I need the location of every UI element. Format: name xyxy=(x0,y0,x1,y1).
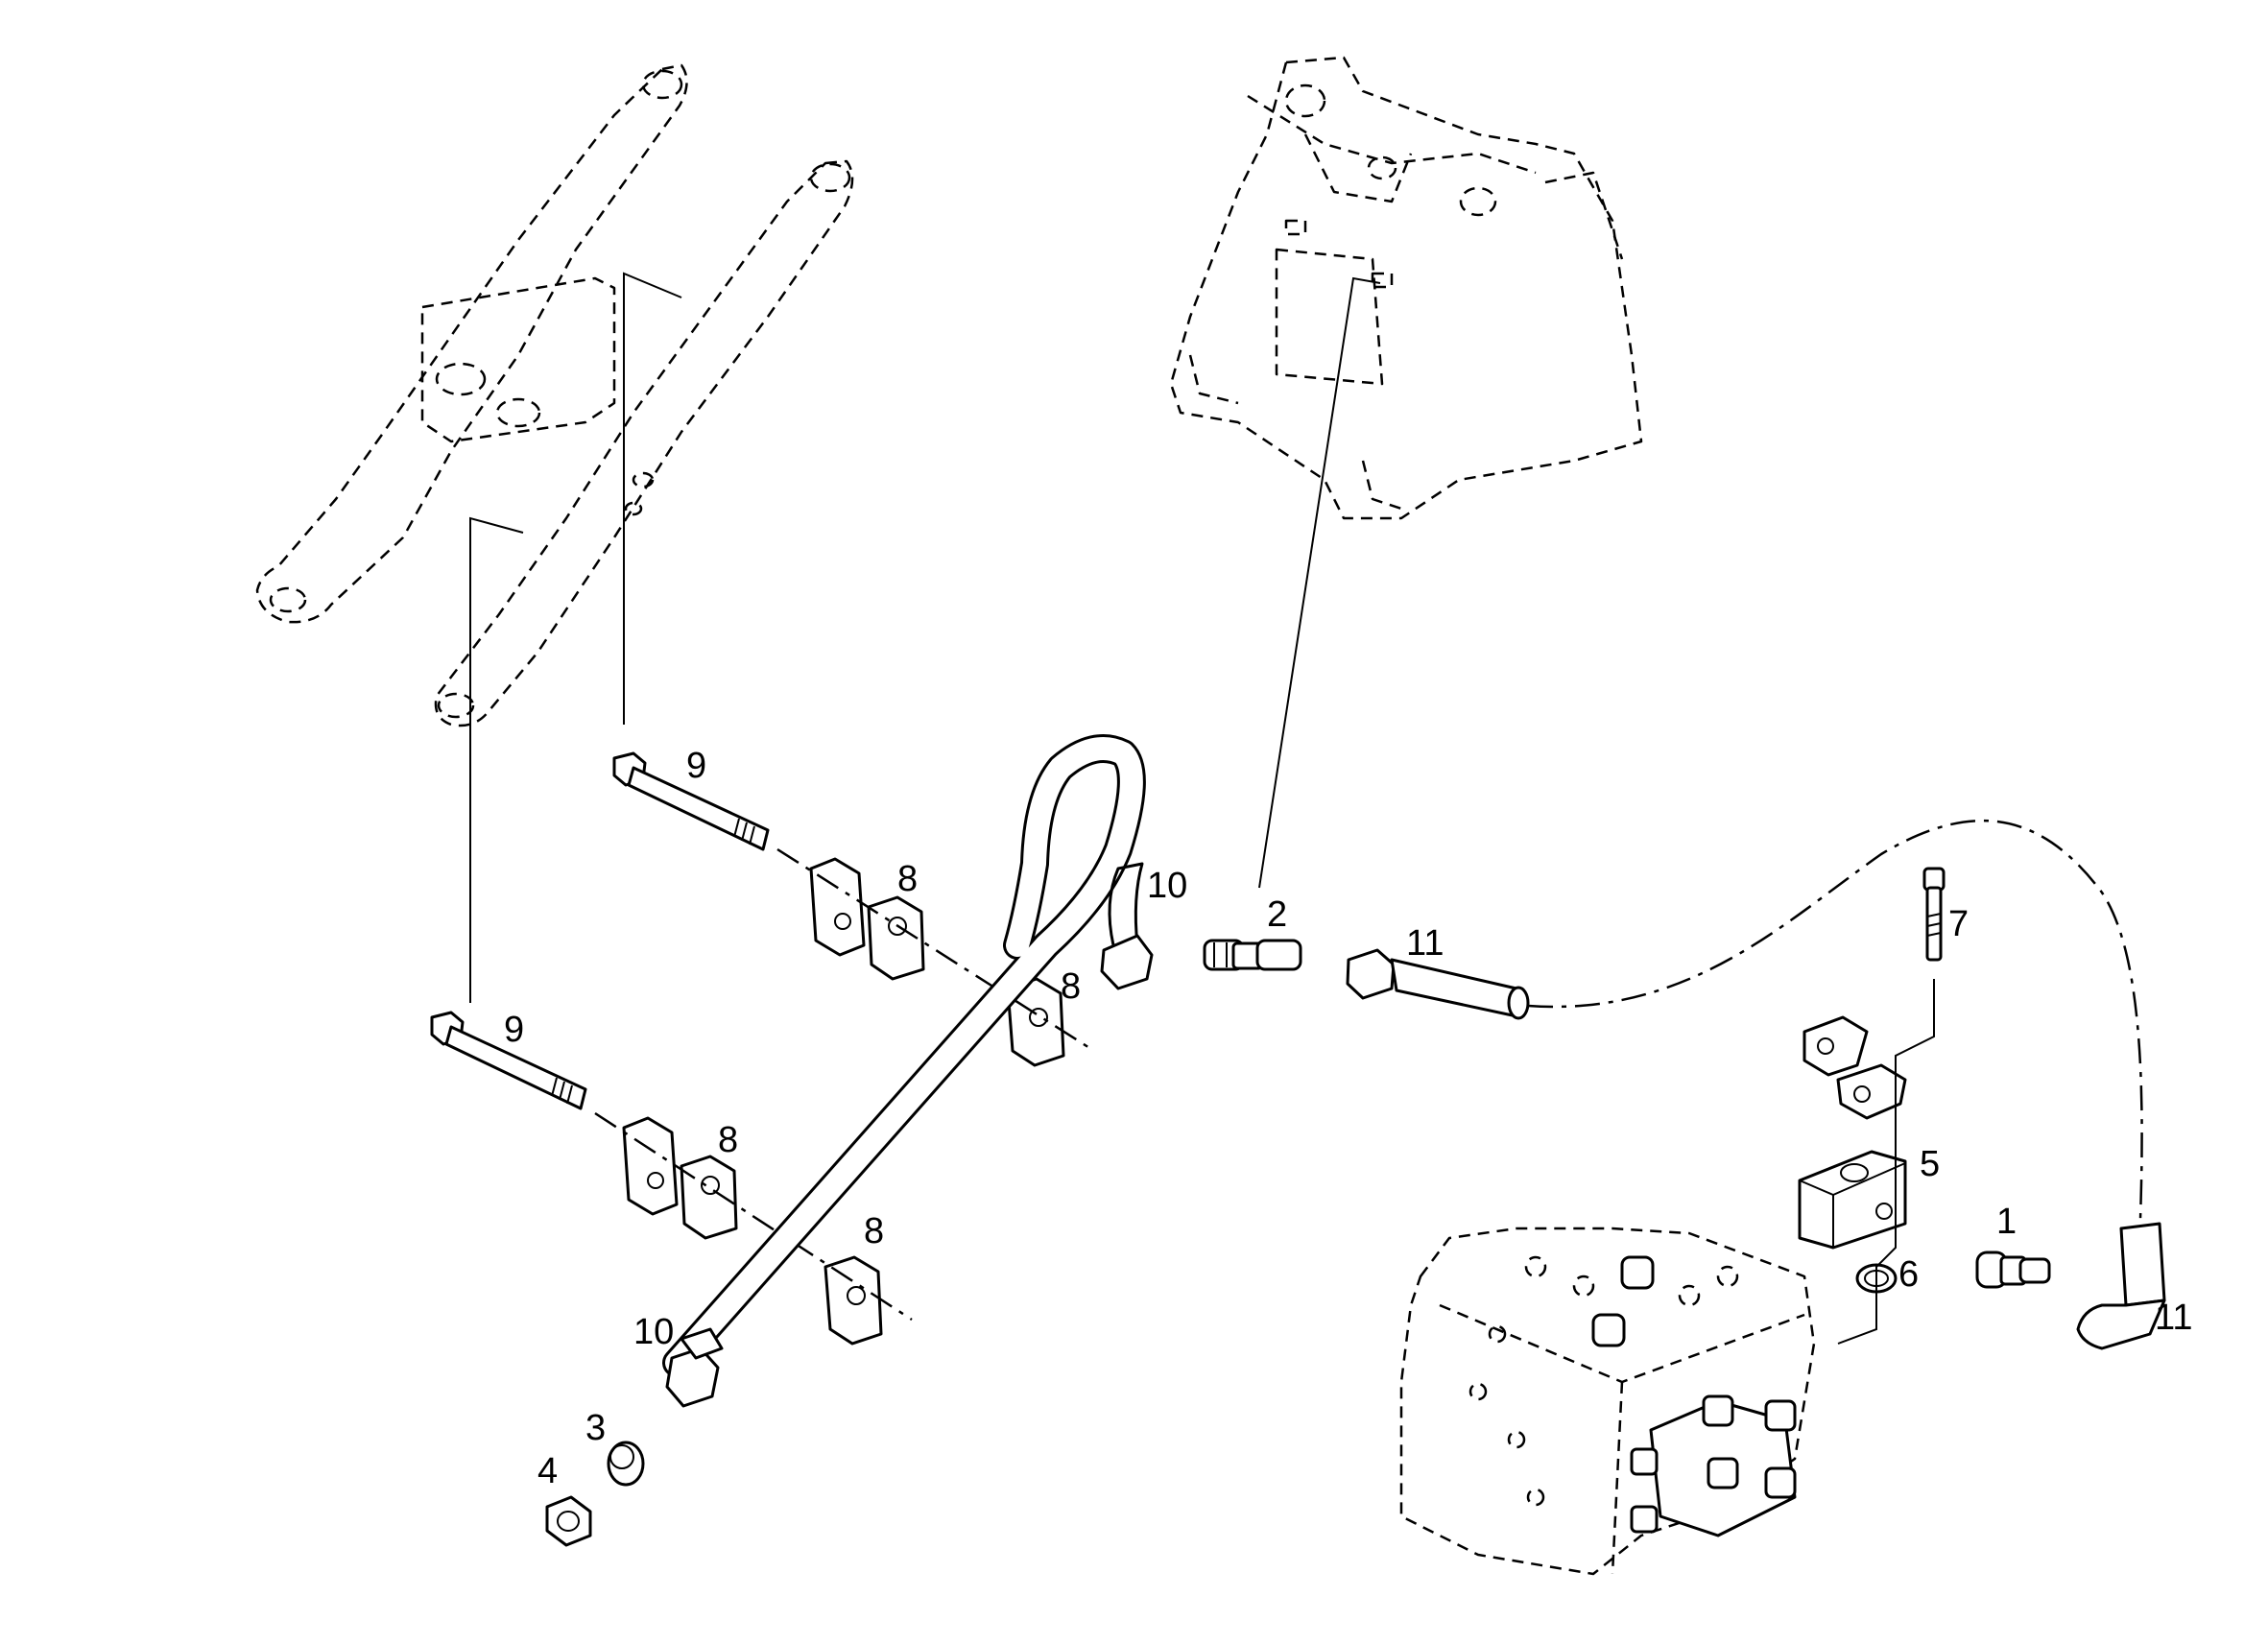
callout-11-upper: 11 xyxy=(1406,923,1444,964)
hose-assembly xyxy=(1346,819,2166,1350)
callout-2: 2 xyxy=(1267,894,1287,935)
clamp-lower-single xyxy=(824,1255,883,1346)
adapter-fitting xyxy=(1203,939,1302,971)
flange-leader-line xyxy=(1837,979,1935,1345)
callout-6: 6 xyxy=(1898,1254,1919,1295)
flange-block xyxy=(1798,1150,1907,1250)
callout-8-lower-single: 8 xyxy=(864,1211,884,1251)
protective-cap xyxy=(607,1441,645,1487)
loader-frame xyxy=(1169,56,1643,520)
callout-8-upper-single: 8 xyxy=(1061,966,1081,1007)
control-valve-block xyxy=(1399,1227,1816,1576)
callout-9-lower: 9 xyxy=(504,1010,524,1050)
clamp-upper-single xyxy=(1006,977,1065,1067)
bolt-upper xyxy=(612,751,770,851)
bolt-lower xyxy=(430,1011,587,1110)
clamp-upper-pair xyxy=(809,857,925,981)
loader-arm-assembly xyxy=(255,63,854,727)
straight-adapter xyxy=(1975,1251,2051,1289)
callout-5: 5 xyxy=(1920,1144,1940,1184)
callout-10-lower: 10 xyxy=(633,1312,674,1352)
clamp-lower-pair xyxy=(622,1116,738,1240)
callout-1: 1 xyxy=(1996,1202,2017,1242)
callout-4: 4 xyxy=(537,1451,558,1491)
cap-screw xyxy=(1922,867,1946,962)
callout-8-lower-pair: 8 xyxy=(718,1120,738,1160)
valve-spools xyxy=(1630,1394,1797,1537)
hydraulic-pipe xyxy=(662,734,1154,1408)
callout-9-upper: 9 xyxy=(686,746,706,786)
callout-10-upper: 10 xyxy=(1147,866,1187,906)
hex-nut xyxy=(545,1495,592,1547)
callout-11-lower: 11 xyxy=(2155,1298,2192,1338)
arm-leader-lines xyxy=(469,272,682,1003)
frame-leader-line xyxy=(1258,276,1381,889)
callout-8-upper-pair: 8 xyxy=(897,859,918,899)
callout-labels: 1 2 3 4 5 6 7 8 8 8 8 9 9 10 10 11 11 xyxy=(504,746,2192,1491)
callout-3: 3 xyxy=(585,1408,606,1448)
split-flange-halves xyxy=(1802,1015,1907,1120)
clamp-axis-lines xyxy=(594,847,1095,1322)
callout-7: 7 xyxy=(1948,904,1969,944)
